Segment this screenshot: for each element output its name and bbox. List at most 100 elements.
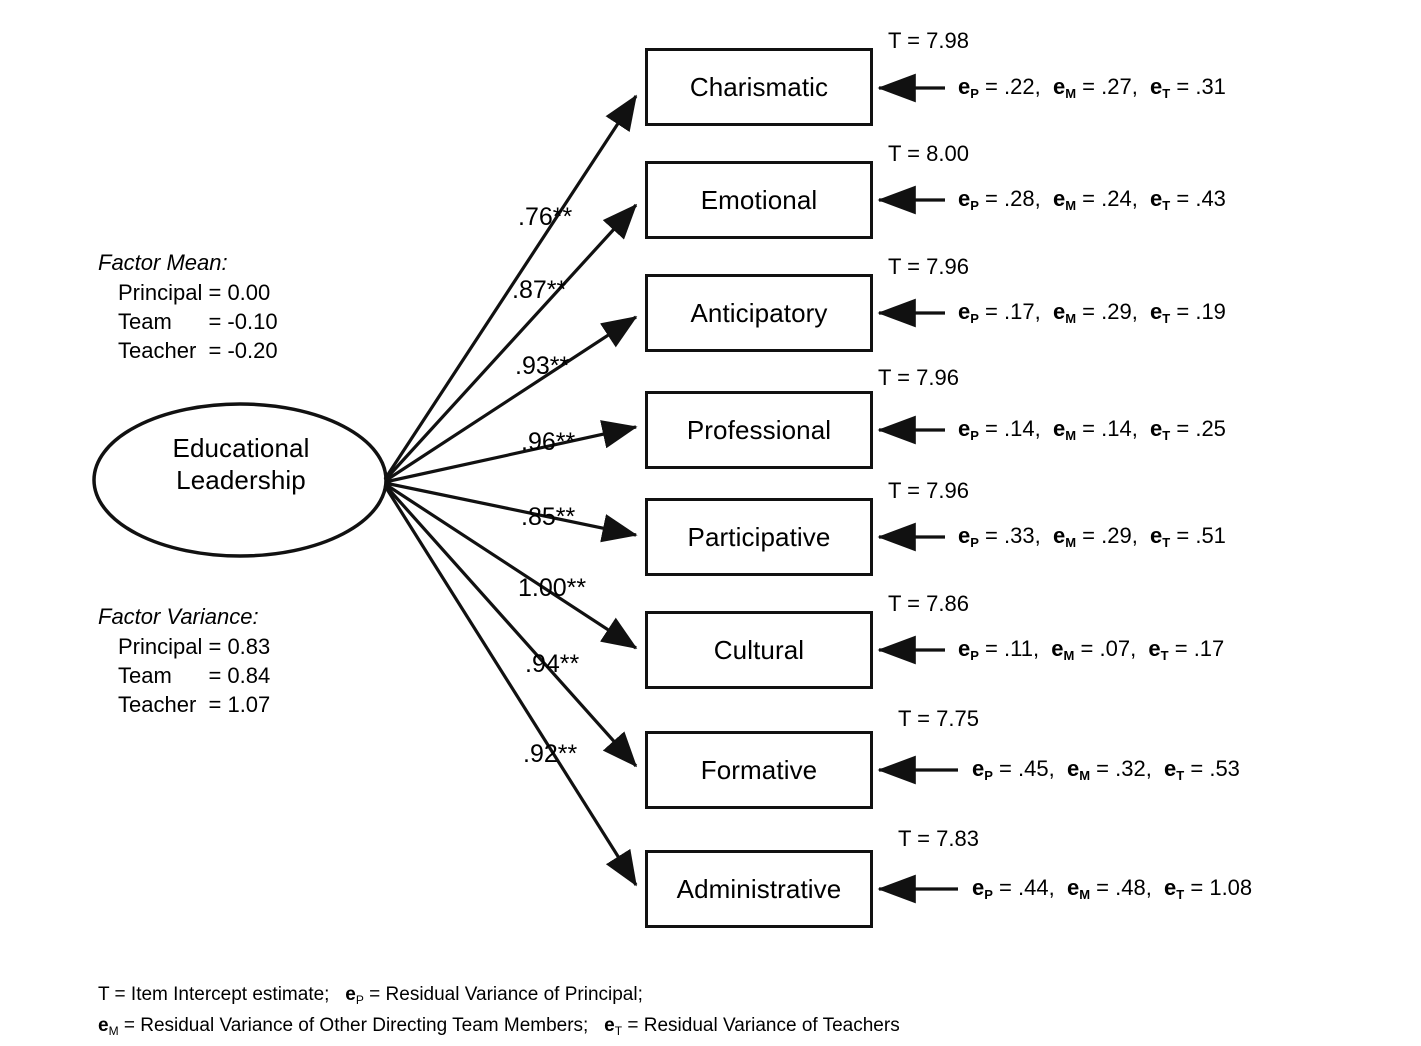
intercept-label-charismatic: T = 7.98	[888, 28, 969, 53]
residual-values-cultural: eP = .11, eM = .07, eT = .17	[958, 636, 1225, 663]
e-symbol-m: e	[1052, 299, 1066, 324]
residual-em-emotional: .24	[1101, 186, 1132, 211]
e-symbol-p: e	[345, 984, 356, 1005]
e-symbol-m: e	[1052, 416, 1066, 441]
indicator-box-administrative[interactable]: Administrative	[645, 850, 873, 928]
indicator-box-cultural[interactable]: Cultural	[645, 611, 873, 689]
e-symbol-t: e	[1164, 875, 1177, 900]
loading-path-anticipatory	[384, 315, 638, 483]
loading-path-formative	[383, 483, 638, 768]
footnote-sub-t: T	[614, 1024, 623, 1038]
intercept-label-cultural: T = 7.86	[888, 591, 969, 616]
indicator-box-professional[interactable]: Professional	[645, 391, 873, 469]
e-symbol-m: e	[1052, 523, 1066, 548]
residual-et-charismatic: .31	[1195, 74, 1226, 99]
indicator-label-professional: Professional	[686, 414, 832, 445]
e-symbol-t: e	[1148, 636, 1161, 661]
loading-path-professional	[384, 420, 638, 484]
loading-label-emotional: .87**	[512, 276, 567, 304]
e-symbol-p: e	[958, 416, 971, 441]
indicator-box-charismatic[interactable]: Charismatic	[645, 48, 873, 126]
residual-em-formative: .32	[1115, 756, 1146, 781]
loading-label-administrative: .92**	[523, 740, 578, 768]
e-symbol-p: e	[958, 74, 971, 99]
loading-path-participative	[384, 481, 638, 543]
indicator-label-participative: Participative	[687, 521, 831, 552]
footnote-intercept-text: T = Item Intercept estimate;	[98, 984, 330, 1005]
latent-factor-label: Educational Leadership	[96, 432, 386, 496]
indicator-box-formative[interactable]: Formative	[645, 731, 873, 809]
residual-em-anticipatory: .29	[1101, 299, 1132, 324]
residual-et-cultural: .17	[1193, 636, 1225, 661]
intercept-label-administrative: T = 7.83	[898, 826, 979, 851]
factor-variance-annotation: Factor Variance: Principal = 0.83 Team =…	[98, 602, 270, 719]
residual-values-participative: eP = .33, eM = .29, eT = .51	[958, 523, 1226, 550]
e-symbol-t: e	[1150, 299, 1163, 324]
residual-et-formative: .53	[1209, 756, 1240, 781]
footnote-legend: T = Item Intercept estimate; eP = Residu…	[98, 980, 900, 1042]
e-symbol-t: e	[1150, 186, 1163, 211]
residual-ep-professional: .14	[1004, 416, 1035, 441]
residual-em-administrative: .48	[1115, 875, 1146, 900]
residual-et-emotional: .43	[1195, 186, 1226, 211]
e-symbol-m: e	[1052, 74, 1066, 99]
indicator-label-emotional: Emotional	[700, 184, 818, 215]
factor-variance-row-teacher: Teacher = 1.07	[118, 692, 271, 717]
indicator-box-anticipatory[interactable]: Anticipatory	[645, 274, 873, 352]
residual-et-anticipatory: .19	[1195, 299, 1226, 324]
footnote-principal-text: = Residual Variance of Principal;	[363, 984, 643, 1005]
residual-et-participative: .51	[1195, 523, 1226, 548]
indicator-label-formative: Formative	[700, 754, 818, 785]
footnote-line-1: T = Item Intercept estimate; eP = Residu…	[98, 980, 900, 1011]
e-symbol-t: e	[604, 1015, 615, 1036]
e-symbol-p: e	[972, 756, 985, 781]
intercept-label-emotional: T = 8.00	[888, 141, 969, 166]
intercept-label-professional: T = 7.96	[878, 365, 959, 390]
loading-label-professional: .96**	[521, 428, 576, 456]
e-symbol-p: e	[958, 523, 971, 548]
e-symbol-p: e	[958, 636, 971, 661]
e-symbol-m: e	[1052, 186, 1066, 211]
e-symbol-t: e	[1150, 416, 1163, 441]
loading-label-formative: .94**	[525, 650, 580, 678]
residual-ep-charismatic: .22	[1004, 74, 1035, 99]
e-symbol-t: e	[1150, 523, 1163, 548]
residual-em-participative: .29	[1101, 523, 1132, 548]
residual-em-cultural: .07	[1099, 636, 1131, 661]
residual-ep-participative: .33	[1004, 523, 1035, 548]
residual-ep-administrative: .44	[1018, 875, 1049, 900]
e-symbol-t: e	[1164, 756, 1177, 781]
intercept-label-formative: T = 7.75	[898, 706, 979, 731]
footnote-line-2: eM = Residual Variance of Other Directin…	[98, 1011, 900, 1042]
factor-variance-row-team: Team = 0.84	[118, 663, 271, 688]
residual-values-emotional: eP = .28, eM = .24, eT = .43	[958, 186, 1226, 213]
latent-factor-label-line2: Leadership	[176, 465, 306, 495]
factor-variance-title: Factor Variance:	[98, 604, 259, 629]
indicator-box-participative[interactable]: Participative	[645, 498, 873, 576]
factor-mean-title: Factor Mean:	[98, 250, 228, 275]
indicator-label-cultural: Cultural	[713, 634, 805, 665]
residual-ep-anticipatory: .17	[1004, 299, 1035, 324]
indicator-label-charismatic: Charismatic	[689, 71, 829, 102]
residual-ep-formative: .45	[1018, 756, 1049, 781]
factor-mean-row-teacher: Teacher = -0.20	[118, 338, 278, 363]
indicator-label-administrative: Administrative	[676, 873, 842, 904]
factor-mean-annotation: Factor Mean: Principal = 0.00 Team = -0.…	[98, 248, 278, 365]
intercept-label-anticipatory: T = 7.96	[888, 254, 969, 279]
residual-values-charismatic: eP = .22, eM = .27, eT = .31	[958, 74, 1226, 101]
loading-path-administrative	[383, 485, 638, 887]
footnote-teacher-text: = Residual Variance of Teachers	[622, 1015, 900, 1036]
e-symbol-m: e	[1066, 756, 1080, 781]
loading-path-charismatic	[383, 94, 638, 480]
factor-mean-row-team: Team = -0.10	[118, 309, 278, 334]
e-symbol-m: e	[1066, 875, 1080, 900]
residual-values-anticipatory: eP = .17, eM = .29, eT = .19	[958, 299, 1226, 326]
residual-et-administrative: 1.08	[1209, 875, 1253, 900]
indicator-box-emotional[interactable]: Emotional	[645, 161, 873, 239]
loading-path-cultural	[384, 482, 638, 650]
residual-values-administrative: eP = .44, eM = .48, eT = 1.08	[972, 875, 1253, 902]
e-symbol-p: e	[958, 186, 971, 211]
footnote-sub-p: P	[355, 993, 364, 1007]
